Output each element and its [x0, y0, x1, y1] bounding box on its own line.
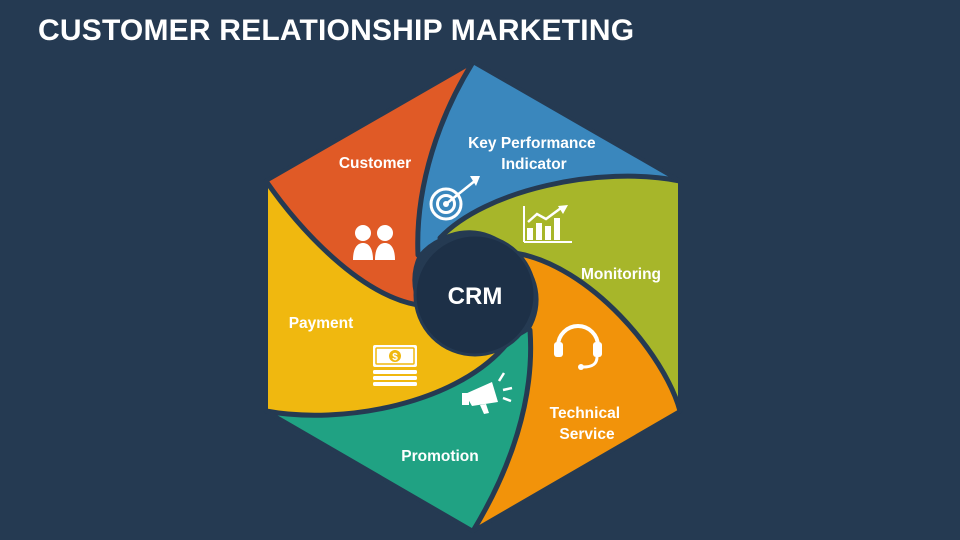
chart-icon [523, 205, 572, 243]
segment-customer[interactable] [266, 62, 473, 305]
segment-label-payment: Payment [289, 315, 354, 332]
crm-label: CRM [448, 283, 503, 310]
svg-text:$: $ [392, 352, 398, 363]
segment-label-kpi: Key Performance Indicator [468, 135, 600, 173]
segment-label-customer: Customer [339, 155, 411, 172]
segment-label-promotion: Promotion [401, 448, 479, 465]
segment-label-technical-service: Technical Service [550, 405, 625, 443]
segment-separators [263, 59, 683, 534]
crm-hub [413, 233, 537, 357]
segment-technical-service[interactable] [473, 253, 680, 531]
page-title: CUSTOMER RELATIONSHIP MARKETING [38, 14, 635, 47]
segment-label-monitoring: Monitoring [581, 266, 661, 283]
headset-icon [554, 324, 602, 370]
target-icon [429, 176, 480, 221]
megaphone-icon [462, 372, 513, 414]
people-icon [353, 225, 395, 260]
segment-payment[interactable] [266, 181, 510, 416]
segment-monitoring[interactable] [440, 176, 680, 411]
money-icon: $ [373, 345, 417, 386]
